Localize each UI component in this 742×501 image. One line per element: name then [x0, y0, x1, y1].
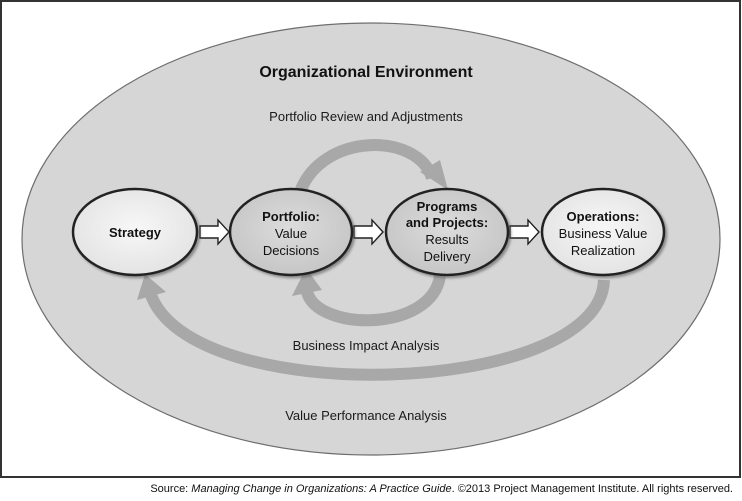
node-operations-line1: Business Value: [559, 226, 648, 241]
business-impact-loop-arrow: [292, 268, 446, 327]
diagram-canvas: Organizational Environment Portfolio Rev…: [0, 0, 741, 478]
node-portfolio-line1: Value: [275, 226, 307, 241]
footer-suffix: . ©2013 Project Management Institute. Al…: [451, 483, 733, 495]
value-performance-label: Value Performance Analysis: [285, 408, 447, 423]
footer-prefix: Source:: [150, 483, 192, 495]
arrow-programs-to-operations: [509, 218, 540, 246]
node-portfolio: Portfolio: Value Decisions: [228, 187, 354, 277]
node-programs: Programs and Projects: Results Delivery: [384, 187, 510, 277]
arrow-portfolio-to-programs: [353, 218, 384, 246]
node-programs-title: Programs: [417, 199, 478, 214]
node-operations-title: Operations:: [567, 209, 640, 224]
business-impact-label: Business Impact Analysis: [293, 338, 440, 353]
node-operations-line2: Realization: [571, 243, 635, 258]
arrow-strategy-to-portfolio: [199, 218, 230, 246]
node-strategy: Strategy: [71, 187, 199, 277]
node-programs-line2: Delivery: [424, 249, 471, 264]
node-portfolio-line2: Decisions: [263, 243, 320, 258]
environment-title: Organizational Environment: [259, 64, 473, 81]
portfolio-review-label: Portfolio Review and Adjustments: [269, 109, 463, 124]
node-programs-title2: and Projects:: [406, 215, 488, 230]
node-operations: Operations: Business Value Realization: [540, 187, 666, 277]
source-footer: Source: Managing Change in Organizations…: [0, 483, 733, 495]
value-performance-loop-arrow: [137, 274, 610, 381]
node-programs-line1: Results: [425, 232, 469, 247]
portfolio-review-loop-arrow: [294, 139, 448, 195]
footer-book-title: Managing Change in Organizations: A Prac…: [191, 483, 452, 495]
node-portfolio-title: Portfolio:: [262, 209, 320, 224]
node-strategy-title: Strategy: [109, 225, 162, 240]
